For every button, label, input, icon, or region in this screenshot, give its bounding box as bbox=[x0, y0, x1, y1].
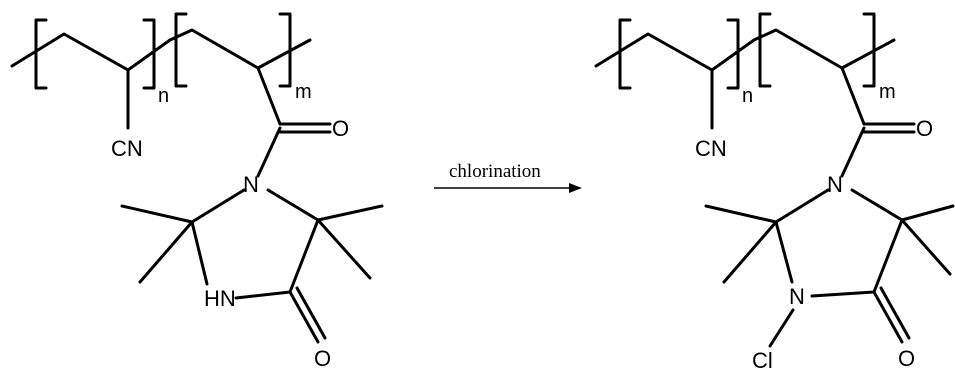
reactant-ring-carbonyl-oxygen-label: O bbox=[314, 346, 331, 369]
reactant-bracket-left-n bbox=[34, 18, 48, 90]
reactant-backbone-n bbox=[10, 32, 172, 72]
reactant-methyl-c5-a bbox=[316, 204, 384, 222]
reactant-ring-nitrogen-label: N bbox=[243, 172, 259, 197]
reactant-bracket-right-n bbox=[142, 18, 156, 90]
reactant-structure: n CN m O N HN bbox=[10, 12, 384, 369]
reactant-carbonyl-oxygen-label: O bbox=[332, 116, 349, 141]
reactant-ring-carbonyl-double-bond-1 bbox=[288, 290, 320, 344]
product-ring-bond-n-c2 bbox=[774, 188, 830, 224]
product-ring-nitrogen-label: N bbox=[827, 172, 843, 197]
product-ring-bond-ncl-c4 bbox=[810, 290, 876, 298]
reactant-repeat-m-label: m bbox=[295, 81, 312, 103]
reaction-arrow-head bbox=[569, 183, 582, 193]
product-bracket-left-n bbox=[618, 18, 632, 90]
product-ring-carbonyl-double-bond-2 bbox=[879, 286, 911, 340]
product-ring-carbonyl-oxygen-label: O bbox=[898, 346, 915, 369]
product-bracket-right-n bbox=[726, 18, 740, 90]
reaction-label: chlorination bbox=[449, 161, 541, 182]
product-methyl-c5-b bbox=[900, 218, 952, 276]
product-chloramine-nitrogen-label: N bbox=[789, 284, 805, 309]
product-structure: n CN m O N N Cl bbox=[594, 12, 955, 369]
product-methyl-c5-a bbox=[900, 204, 955, 222]
reactant-amide-bond bbox=[256, 126, 282, 178]
product-bracket-right-m bbox=[862, 12, 876, 88]
reactant-ring-bond-c5-c4 bbox=[288, 218, 320, 294]
reactant-nitrile-label: CN bbox=[111, 136, 143, 161]
product-bracket-left-m bbox=[758, 12, 772, 88]
product-backbone-n bbox=[594, 32, 756, 72]
product-ring-bond-c2-ncl bbox=[774, 220, 794, 284]
reactant-repeat-unit-m: m O bbox=[168, 12, 349, 178]
reactant-amine-label: HN bbox=[204, 286, 236, 311]
product-ring-bond-n-c5 bbox=[850, 188, 904, 222]
product-ring-carbonyl-double-bond-1 bbox=[872, 290, 904, 344]
reactant-backbone-m bbox=[168, 28, 312, 70]
product-backbone-m bbox=[752, 28, 896, 70]
product-imidazolidinone-ring: N N Cl O bbox=[704, 172, 955, 369]
reactant-side-chain-bond bbox=[256, 66, 282, 126]
reactant-ring-bond-n-c5 bbox=[266, 188, 320, 222]
product-carbonyl-oxygen-label: O bbox=[916, 116, 933, 141]
reactant-bracket-right-m bbox=[278, 12, 292, 88]
product-repeat-unit-m: m O bbox=[752, 12, 933, 178]
reactant-repeat-unit-n: n CN bbox=[10, 18, 172, 161]
reactant-methyl-c2-a bbox=[120, 204, 194, 224]
product-methyl-c2-a bbox=[704, 204, 778, 224]
reactant-ring-carbonyl-double-bond-2 bbox=[295, 286, 327, 340]
reactant-ring-bond-c2-nh bbox=[190, 220, 209, 286]
reaction-arrow: chlorination bbox=[434, 161, 582, 193]
product-amide-bond bbox=[840, 126, 866, 178]
reactant-methyl-c5-b bbox=[316, 218, 372, 280]
reactant-bracket-left-m bbox=[174, 12, 188, 88]
product-repeat-n-label: n bbox=[742, 85, 753, 107]
reactant-ring-bond-nh-c4 bbox=[234, 290, 292, 300]
product-side-chain-bond bbox=[840, 66, 866, 126]
product-chlorine-label: Cl bbox=[752, 348, 773, 369]
reactant-methyl-c2-b bbox=[138, 220, 194, 284]
product-methyl-c2-b bbox=[722, 220, 778, 284]
product-repeat-unit-n: n CN bbox=[594, 18, 756, 161]
product-ring-bond-c5-c4 bbox=[872, 218, 904, 294]
reactant-ring-bond-n-c2 bbox=[190, 188, 246, 224]
reactant-repeat-n-label: n bbox=[158, 85, 169, 107]
reactant-imidazolidinone-ring: N HN O bbox=[120, 172, 384, 369]
product-n-cl-bond bbox=[768, 308, 795, 348]
product-nitrile-label: CN bbox=[695, 136, 727, 161]
product-repeat-m-label: m bbox=[879, 81, 896, 103]
